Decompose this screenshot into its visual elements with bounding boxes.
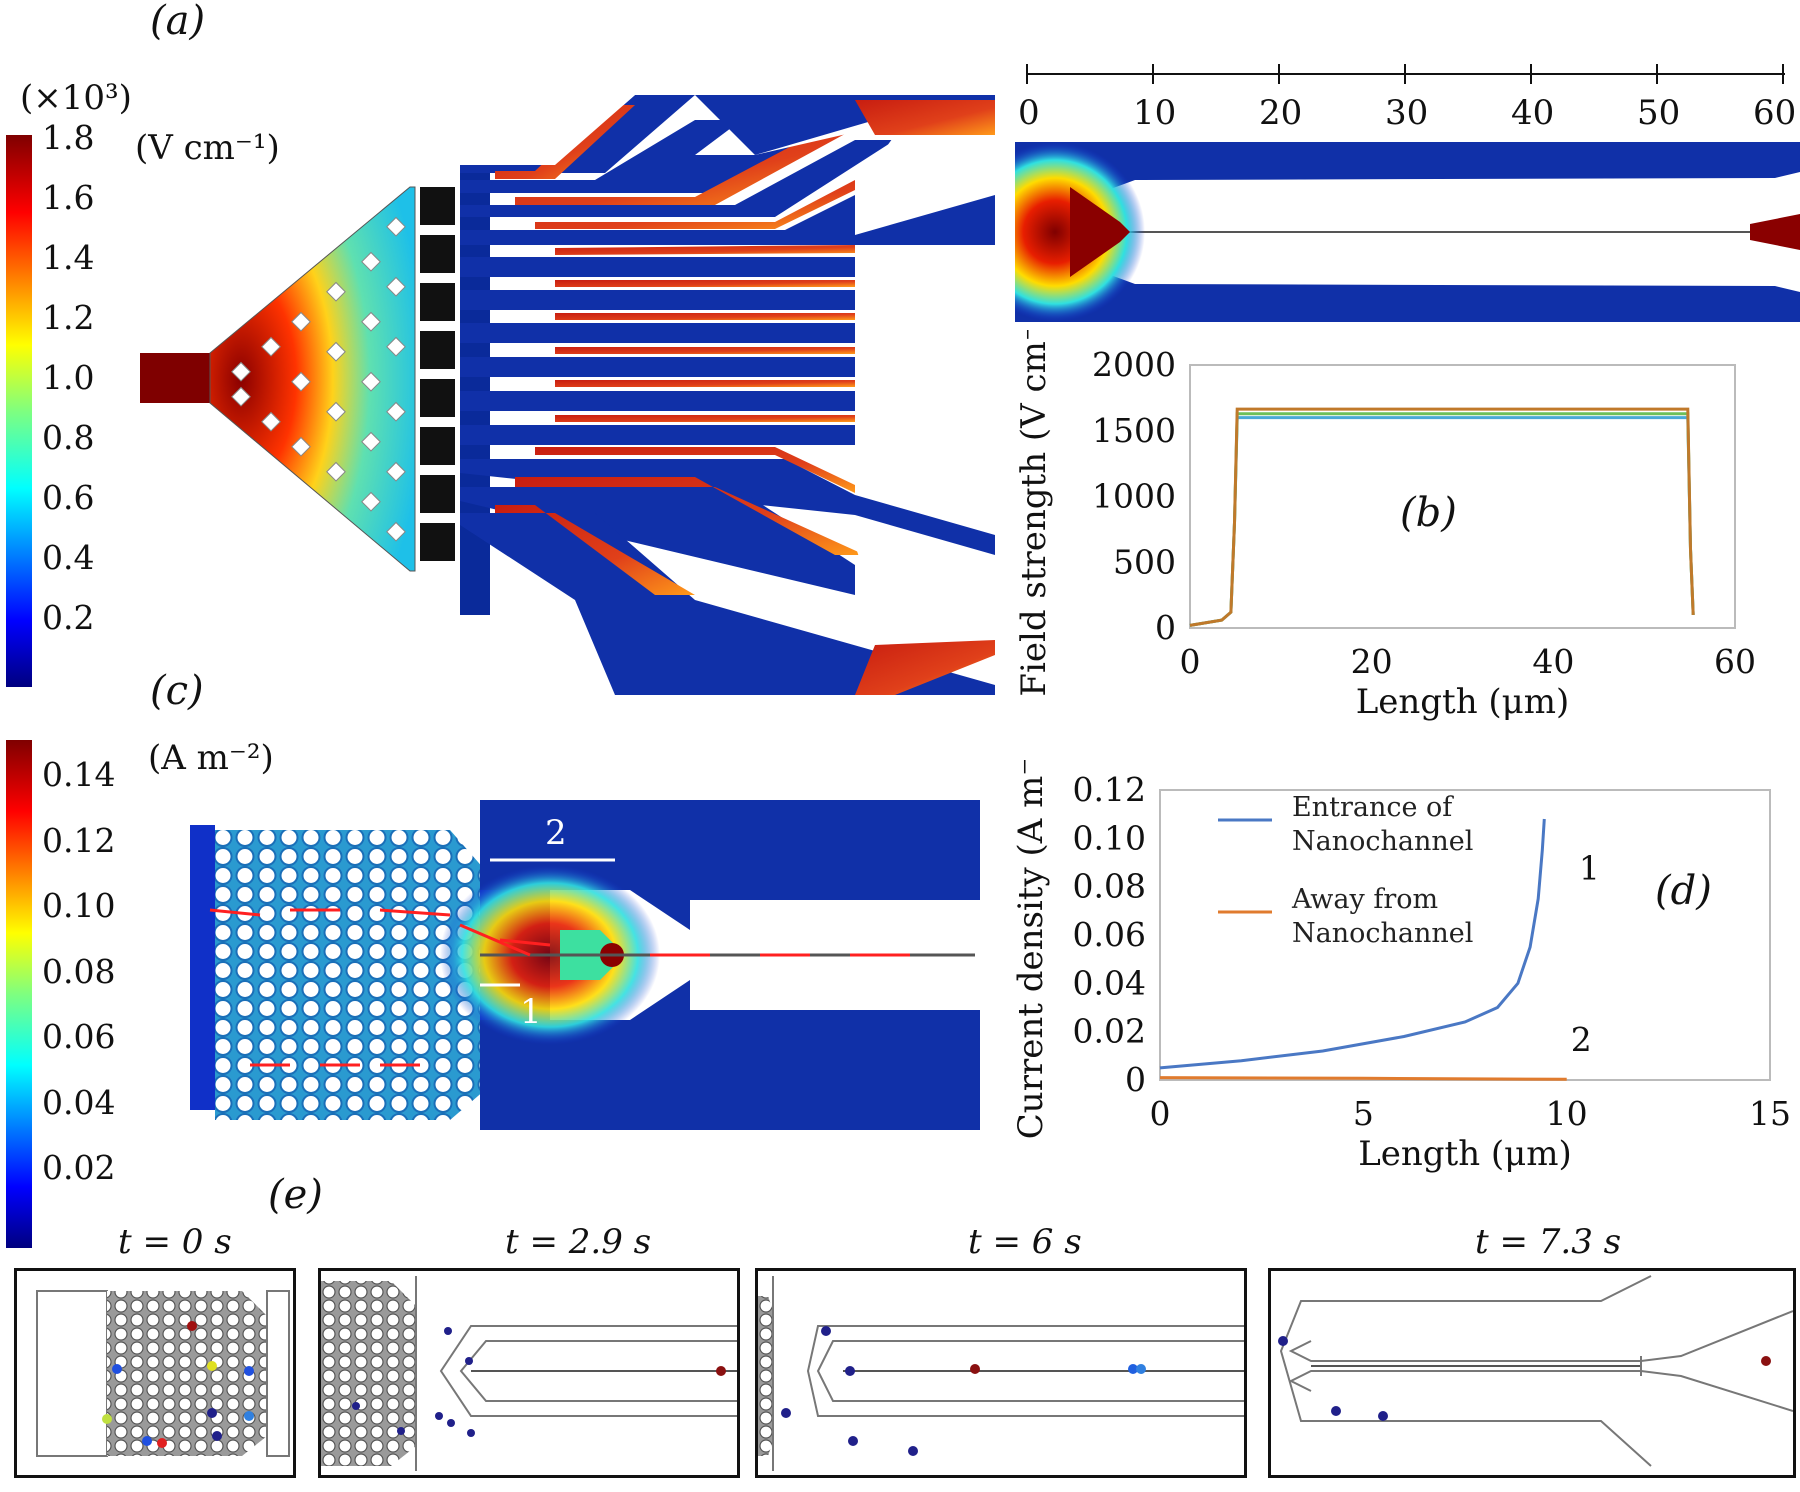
- cb-a-tick: 0.4: [42, 538, 95, 577]
- x-tick-label: 5: [1353, 1094, 1374, 1133]
- snapshot-frame-3: [1268, 1268, 1796, 1478]
- x-tick-label: 20: [1351, 642, 1393, 681]
- series-line: [1189, 412, 1695, 627]
- y-axis-label: Current density (A m⁻²): [1011, 760, 1051, 1139]
- ruler-tick-label: 50: [1637, 93, 1681, 133]
- y-tick-label: 0.12: [1073, 770, 1146, 809]
- x-axis-label: Length (μm): [1356, 682, 1570, 722]
- panel-a-label: (a): [150, 0, 206, 44]
- cb-a-tick: 1.4: [42, 238, 95, 277]
- series-line: [1189, 407, 1695, 627]
- x-tick-label: 15: [1749, 1094, 1791, 1133]
- legend-label: Away from: [1291, 884, 1438, 915]
- ruler-axis: [1026, 64, 1785, 84]
- cb-c-tick: 0.12: [42, 821, 116, 860]
- nanochannel-zoom-map: [1015, 142, 1800, 322]
- colorbar-c: [6, 740, 32, 1248]
- cb-a-tick: 0.6: [42, 478, 95, 517]
- colorbar-c-unit: (A m⁻²): [148, 738, 274, 778]
- y-tick-label: 0.04: [1073, 963, 1146, 1002]
- cb-c-tick: 0.10: [42, 886, 116, 925]
- x-tick-label: 60: [1714, 642, 1756, 681]
- time-label: t = 0 s: [118, 1222, 232, 1262]
- cb-a-tick: 1.6: [42, 178, 95, 217]
- cb-a-tick: 1.8: [42, 118, 95, 157]
- colorbar-c-ticks: 0.14 0.12 0.10 0.08 0.06 0.04 0.02: [42, 755, 132, 1225]
- legend-label: Nanochannel: [1292, 826, 1473, 857]
- x-tick-label: 40: [1532, 642, 1574, 681]
- series-line: [1189, 416, 1695, 627]
- y-tick-label: 0: [1125, 1060, 1146, 1099]
- legend-label: Nanochannel: [1292, 918, 1473, 949]
- current-density-map: [190, 800, 980, 1130]
- cb-a-tick: 0.2: [42, 598, 95, 637]
- panel-d-label: (d): [1655, 868, 1712, 914]
- panel-e-label: (e): [268, 1172, 323, 1218]
- y-axis-label: Field strength (V cm⁻¹): [1015, 330, 1054, 697]
- curve-label: 1: [1579, 848, 1600, 887]
- series-line: [1159, 818, 1546, 1070]
- ruler-tick-label: 60: [1753, 93, 1797, 133]
- cb-c-tick: 0.04: [42, 1083, 116, 1122]
- panel-c-label: (c): [150, 668, 204, 714]
- colorbar-a-ticks: 1.8 1.6 1.4 1.2 1.0 0.8 0.6 0.4 0.2: [42, 118, 122, 678]
- line-2-label: 2: [545, 813, 567, 853]
- y-tick-label: 1000: [1092, 477, 1176, 516]
- snapshot-frame-2: [755, 1268, 1247, 1478]
- y-tick-label: 0.10: [1073, 818, 1146, 857]
- cb-a-tick: 1.2: [42, 298, 95, 337]
- colorbar-a: [6, 135, 32, 687]
- x-tick-label: 0: [1150, 1094, 1171, 1133]
- time-label: t = 2.9 s: [505, 1222, 652, 1262]
- y-tick-label: 500: [1113, 542, 1176, 581]
- colorbar-a-exponent: (×10³): [20, 78, 132, 118]
- device-field-map: [140, 95, 995, 695]
- plot-frame: [1189, 364, 1736, 629]
- y-tick-label: 2000: [1092, 345, 1176, 384]
- y-tick-label: 0.06: [1073, 915, 1146, 954]
- ruler-tick-label: 10: [1133, 93, 1177, 133]
- time-label: t = 7.3 s: [1475, 1222, 1622, 1262]
- cb-a-tick: 0.8: [42, 418, 95, 457]
- cb-c-tick: 0.02: [42, 1148, 116, 1187]
- y-tick-label: 0.02: [1073, 1012, 1146, 1051]
- cb-c-tick: 0.06: [42, 1017, 116, 1056]
- cb-c-tick: 0.08: [42, 952, 116, 991]
- snapshot-frame-0: [14, 1268, 296, 1478]
- x-tick-label: 0: [1180, 642, 1201, 681]
- ruler-tick-label: 30: [1385, 93, 1429, 133]
- series-line: [1159, 1076, 1567, 1081]
- cb-a-tick: 1.0: [42, 358, 95, 397]
- y-tick-label: 1500: [1092, 411, 1176, 450]
- curve-label: 2: [1571, 1020, 1592, 1059]
- ruler-tick-label: 20: [1259, 93, 1303, 133]
- cb-c-tick: 0.14: [42, 755, 116, 794]
- y-tick-label: 0: [1155, 608, 1176, 647]
- panel-b-label: (b): [1400, 490, 1457, 536]
- x-axis-label: Length (μm): [1358, 1134, 1572, 1174]
- time-label: t = 6 s: [968, 1222, 1082, 1262]
- x-tick-label: 10: [1546, 1094, 1588, 1133]
- line-1-label: 1: [520, 992, 542, 1032]
- ruler-tick-label: 0: [1018, 93, 1040, 133]
- snapshot-frame-1: [318, 1268, 740, 1478]
- ruler-tick-label: 40: [1511, 93, 1555, 133]
- legend-label: Entrance of: [1292, 792, 1454, 823]
- y-tick-label: 0.08: [1073, 867, 1146, 906]
- colorbar-a-unit: (V cm⁻¹): [135, 128, 280, 168]
